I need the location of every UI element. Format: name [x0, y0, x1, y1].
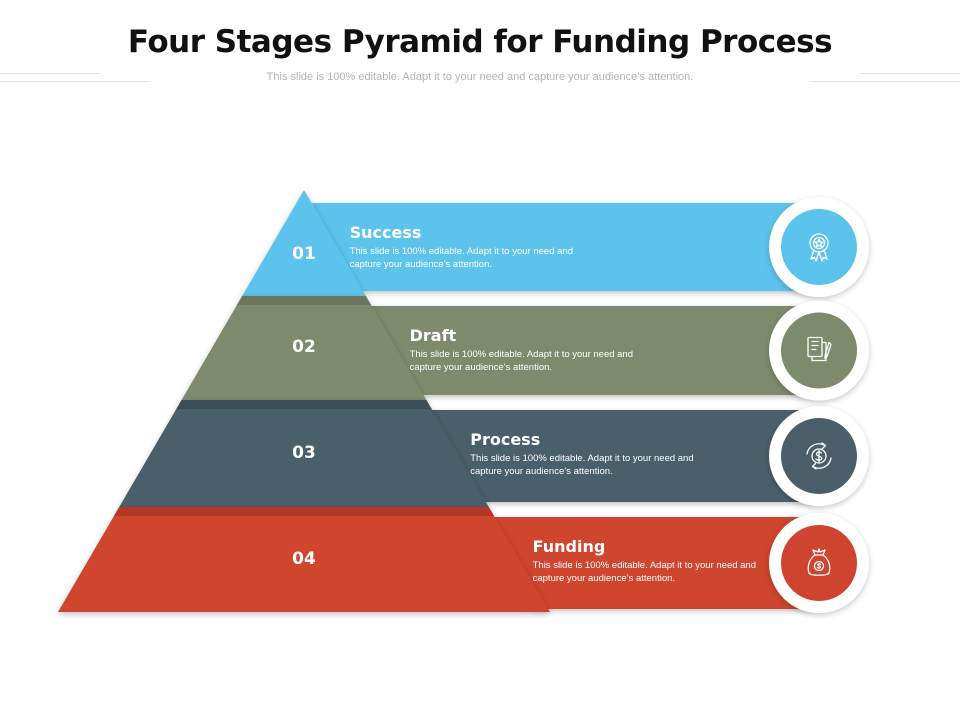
money-bag-icon [807, 548, 831, 576]
title-rule-left-lower [0, 81, 150, 82]
pyramid-section-3 [119, 400, 489, 507]
stage-heading-4: Funding [532, 537, 606, 556]
stage-band-1 [312, 203, 814, 291]
title-rule-right-lower [810, 81, 960, 82]
documents-pen-icon [807, 336, 832, 362]
page-title: Four Stages Pyramid for Funding Process [127, 24, 833, 60]
icon-disc-1 [781, 209, 857, 285]
title-rule-right [860, 73, 960, 74]
stage-description-4: This slide is 100% editable. Adapt it to… [532, 560, 757, 584]
stage-heading-3: Process [470, 430, 541, 449]
pyramid-section-1 [242, 190, 366, 296]
icon-disc-4 [781, 525, 857, 601]
stage-heading-1: Success [349, 223, 422, 242]
award-ribbon-icon [809, 233, 829, 262]
title-rule-left [0, 73, 100, 74]
pyramid-seam-4 [113, 507, 495, 516]
stage-number-1: 01 [292, 244, 316, 264]
stage-description-1: This slide is 100% editable. Adapt it to… [349, 246, 573, 270]
pyramid-seam-2 [236, 296, 372, 305]
dollar-cycle-icon [806, 442, 832, 470]
stage-number-3: 03 [292, 442, 316, 463]
icon-disc-2 [781, 312, 857, 389]
page-subtitle: This slide is 100% editable. Adapt it to… [266, 71, 694, 83]
stage-number-4: 04 [292, 548, 316, 569]
stage-description-2: This slide is 100% editable. Adapt it to… [409, 349, 634, 373]
pyramid-seam-3 [176, 400, 432, 409]
stage-description-3: This slide is 100% editable. Adapt it to… [470, 453, 694, 477]
pyramid-section-4 [58, 507, 550, 612]
stage-heading-2: Draft [409, 326, 457, 345]
stage-number-2: 02 [292, 337, 316, 357]
pyramid-section-2 [181, 296, 427, 400]
